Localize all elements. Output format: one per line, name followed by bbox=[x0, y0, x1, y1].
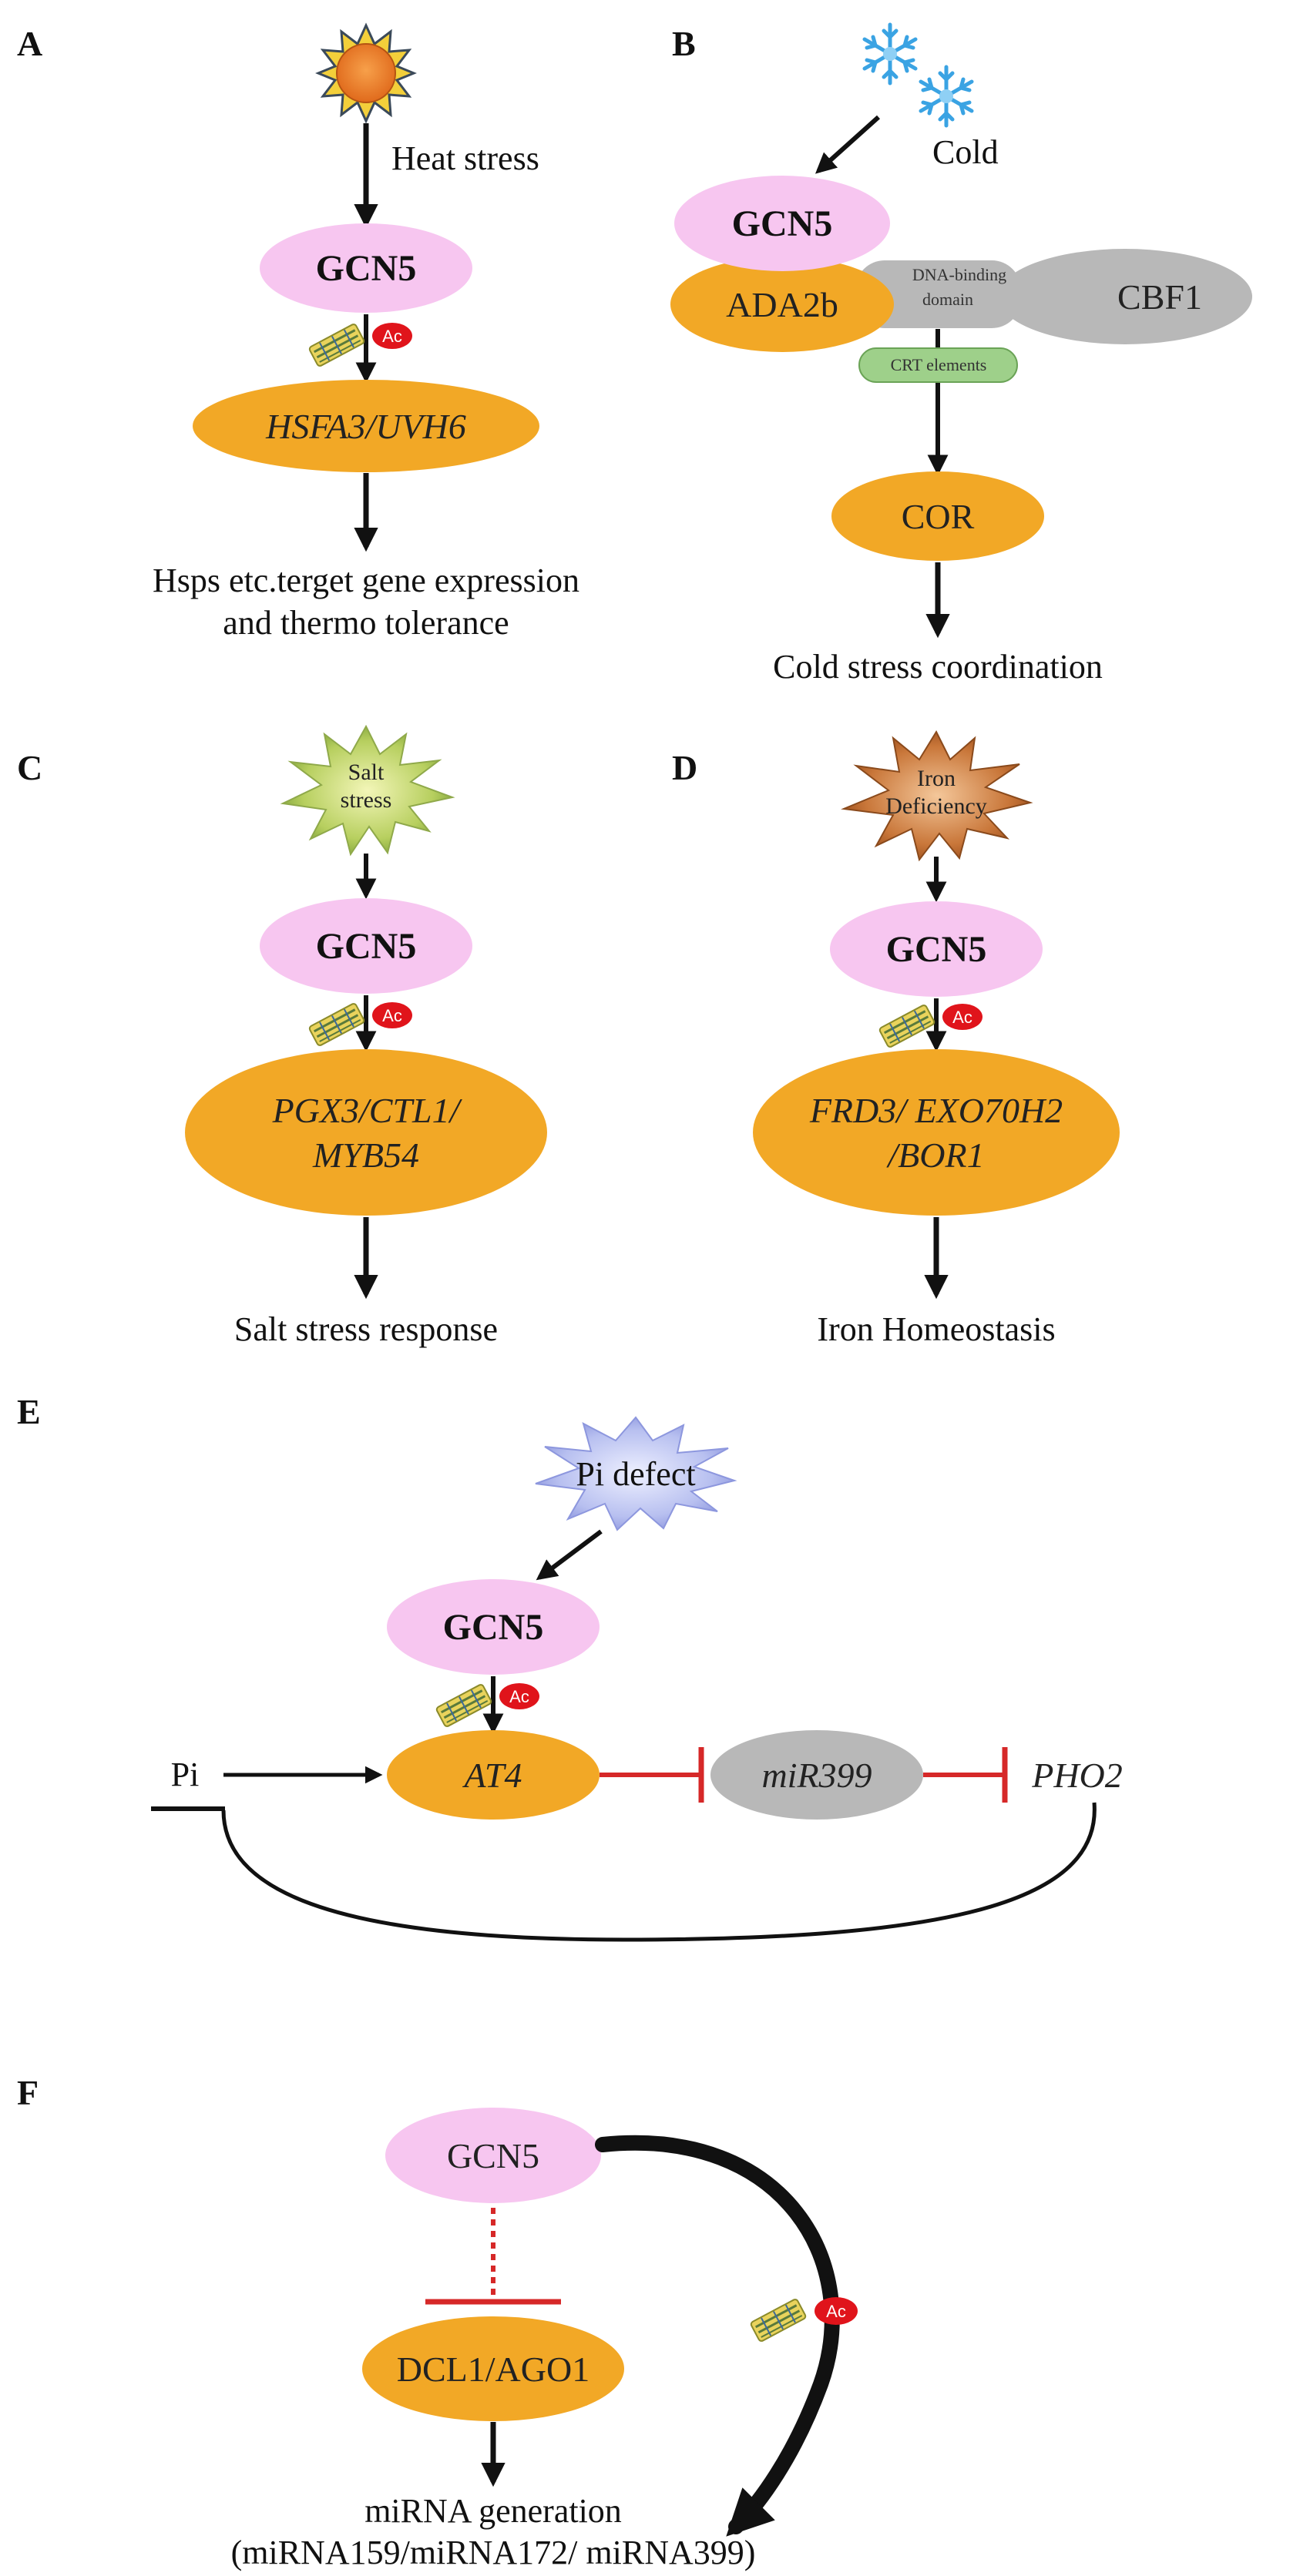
heat-stress-label: Heat stress bbox=[391, 139, 539, 177]
panel-c: C Salt stress GCN5 Ac PGX3/CTL1/ MYB54 S… bbox=[17, 724, 547, 1348]
acetyl-badge-d: Ac bbox=[942, 1004, 982, 1030]
acetyl-badge-f: Ac bbox=[815, 2297, 858, 2325]
panel-letter-f: F bbox=[17, 2073, 39, 2112]
sun-icon bbox=[315, 22, 417, 124]
acetyl-badge-e: Ac bbox=[499, 1683, 539, 1709]
dna-bundle-icon bbox=[307, 322, 367, 368]
mir399-label: miR399 bbox=[761, 1756, 872, 1795]
gcn5-label-b: GCN5 bbox=[732, 203, 833, 244]
iron-stimulus-line1: Iron bbox=[917, 766, 956, 791]
gcn5-node-c bbox=[260, 898, 472, 994]
cold-label: Cold bbox=[932, 133, 999, 171]
panel-a: A Heat stress GCN5 Ac HSFA3/UVH6 Hsps et… bbox=[17, 22, 579, 642]
salt-stress-burst bbox=[280, 724, 455, 857]
pho2-feedback-curve bbox=[221, 1802, 1097, 1942]
panel-f: F GCN5 DCL1/AGO1 miRNA generation (miRNA… bbox=[17, 2073, 858, 2571]
gcn5-label-a: GCN5 bbox=[316, 248, 417, 289]
arrow-pi-defect-to-gcn5 bbox=[536, 1529, 603, 1581]
gcn5-node-a bbox=[260, 223, 472, 313]
dna-binding-line1: DNA-binding bbox=[912, 265, 1006, 284]
dna-binding-line2: domain bbox=[922, 290, 973, 309]
frd3-line2: /BOR1 bbox=[885, 1135, 984, 1175]
gcn5-node-b bbox=[674, 176, 890, 271]
panel-letter-d: D bbox=[672, 748, 697, 787]
crt-elements-node bbox=[858, 347, 1018, 383]
dna-binding-domain-node bbox=[855, 260, 1021, 328]
gcn5-node-f bbox=[385, 2108, 601, 2203]
salt-outcome-label: Salt stress response bbox=[234, 1310, 498, 1348]
ada2b-label: ADA2b bbox=[726, 285, 838, 324]
heat-outcome-line1: Hsps etc.terget gene expression bbox=[153, 562, 579, 599]
iron-outcome-label: Iron Homeostasis bbox=[817, 1310, 1055, 1348]
dna-bundle-icon-d bbox=[877, 1003, 937, 1049]
pi-defect-burst bbox=[535, 1416, 737, 1531]
gcn5-label-c: GCN5 bbox=[316, 926, 417, 967]
panel-e: E Pi defect GCN5 Ac AT4 Pi miR399 PHO2 bbox=[17, 1392, 1123, 1942]
panel-d: D Iron Deficiency GCN5 Ac FRD3/ EXO70H2 … bbox=[672, 730, 1120, 1348]
salt-stimulus-line1: Salt bbox=[348, 760, 385, 785]
pgx3-ctl1-myb54-node bbox=[185, 1049, 547, 1216]
panel-b: B Cold CBF1 DNA-binding domain ADA2b GCN… bbox=[670, 24, 1252, 686]
dna-bundle-icon-e bbox=[434, 1682, 494, 1729]
mirna-outcome-line1: miRNA generation bbox=[364, 2492, 622, 2530]
panel-letter-b: B bbox=[672, 24, 696, 63]
svg-text:Ac: Ac bbox=[382, 1006, 402, 1025]
gcn5-label-d: GCN5 bbox=[886, 929, 987, 970]
gcn5-label-e: GCN5 bbox=[443, 1607, 544, 1648]
arrow-gcn5-to-mirna-curve bbox=[595, 2135, 840, 2537]
gcn5-node-d bbox=[830, 901, 1043, 997]
hsfa3-uvh6-label: HSFA3/UVH6 bbox=[265, 407, 466, 446]
mir399-node bbox=[710, 1730, 923, 1820]
dcl1-ago1-node bbox=[362, 2316, 624, 2421]
cor-label: COR bbox=[902, 497, 975, 536]
cold-outcome-label: Cold stress coordination bbox=[773, 648, 1103, 686]
cor-node bbox=[831, 471, 1044, 561]
pi-label: Pi bbox=[171, 1756, 200, 1793]
panel-letter-c: C bbox=[17, 748, 42, 787]
acetyl-badge-a: Ac bbox=[372, 323, 412, 349]
arrow-cold-to-complex bbox=[815, 115, 881, 174]
svg-text:Ac: Ac bbox=[952, 1008, 972, 1027]
at4-node bbox=[387, 1730, 600, 1820]
pi-defect-label: Pi defect bbox=[576, 1455, 695, 1493]
hsfa3-uvh6-node bbox=[193, 380, 539, 472]
snowflake-icon-2 bbox=[921, 67, 972, 126]
iron-stimulus-line2: Deficiency bbox=[885, 793, 987, 819]
cbf1-node bbox=[998, 249, 1252, 344]
ada2b-node bbox=[670, 257, 894, 352]
mirna-outcome-line2: (miRNA159/miRNA172/ miRNA399) bbox=[231, 2534, 756, 2571]
svg-text:Ac: Ac bbox=[826, 2302, 846, 2321]
gcn5-label-f: GCN5 bbox=[447, 2136, 539, 2175]
panel-letter-e: E bbox=[17, 1392, 41, 1431]
frd3-line1: FRD3/ EXO70H2 bbox=[809, 1091, 1063, 1130]
at4-label: AT4 bbox=[462, 1756, 522, 1795]
frd3-exo70h2-bor1-node bbox=[753, 1049, 1120, 1216]
gcn5-node-e bbox=[387, 1579, 600, 1675]
pho2-label: PHO2 bbox=[1031, 1756, 1123, 1795]
svg-text:Ac: Ac bbox=[509, 1687, 529, 1706]
crt-elements-label: CRT elements bbox=[891, 355, 987, 374]
acetyl-badge-c: Ac bbox=[372, 1002, 412, 1028]
svg-text:Ac: Ac bbox=[382, 327, 402, 346]
cbf1-label: CBF1 bbox=[1117, 277, 1202, 317]
snowflake-icon bbox=[865, 25, 915, 83]
dna-bundle-icon-f bbox=[748, 2297, 808, 2343]
dna-bundle-icon-c bbox=[307, 1001, 367, 1048]
panel-letter-a: A bbox=[17, 24, 42, 63]
heat-outcome-line2: and thermo tolerance bbox=[223, 604, 509, 642]
pgx3-ctl1-line1: PGX3/CTL1/ bbox=[272, 1091, 463, 1130]
pgx3-ctl1-line2: MYB54 bbox=[312, 1135, 419, 1175]
salt-stimulus-line2: stress bbox=[341, 787, 392, 813]
iron-deficiency-burst bbox=[841, 730, 1033, 862]
dcl1-ago1-label: DCL1/AGO1 bbox=[397, 2350, 590, 2389]
